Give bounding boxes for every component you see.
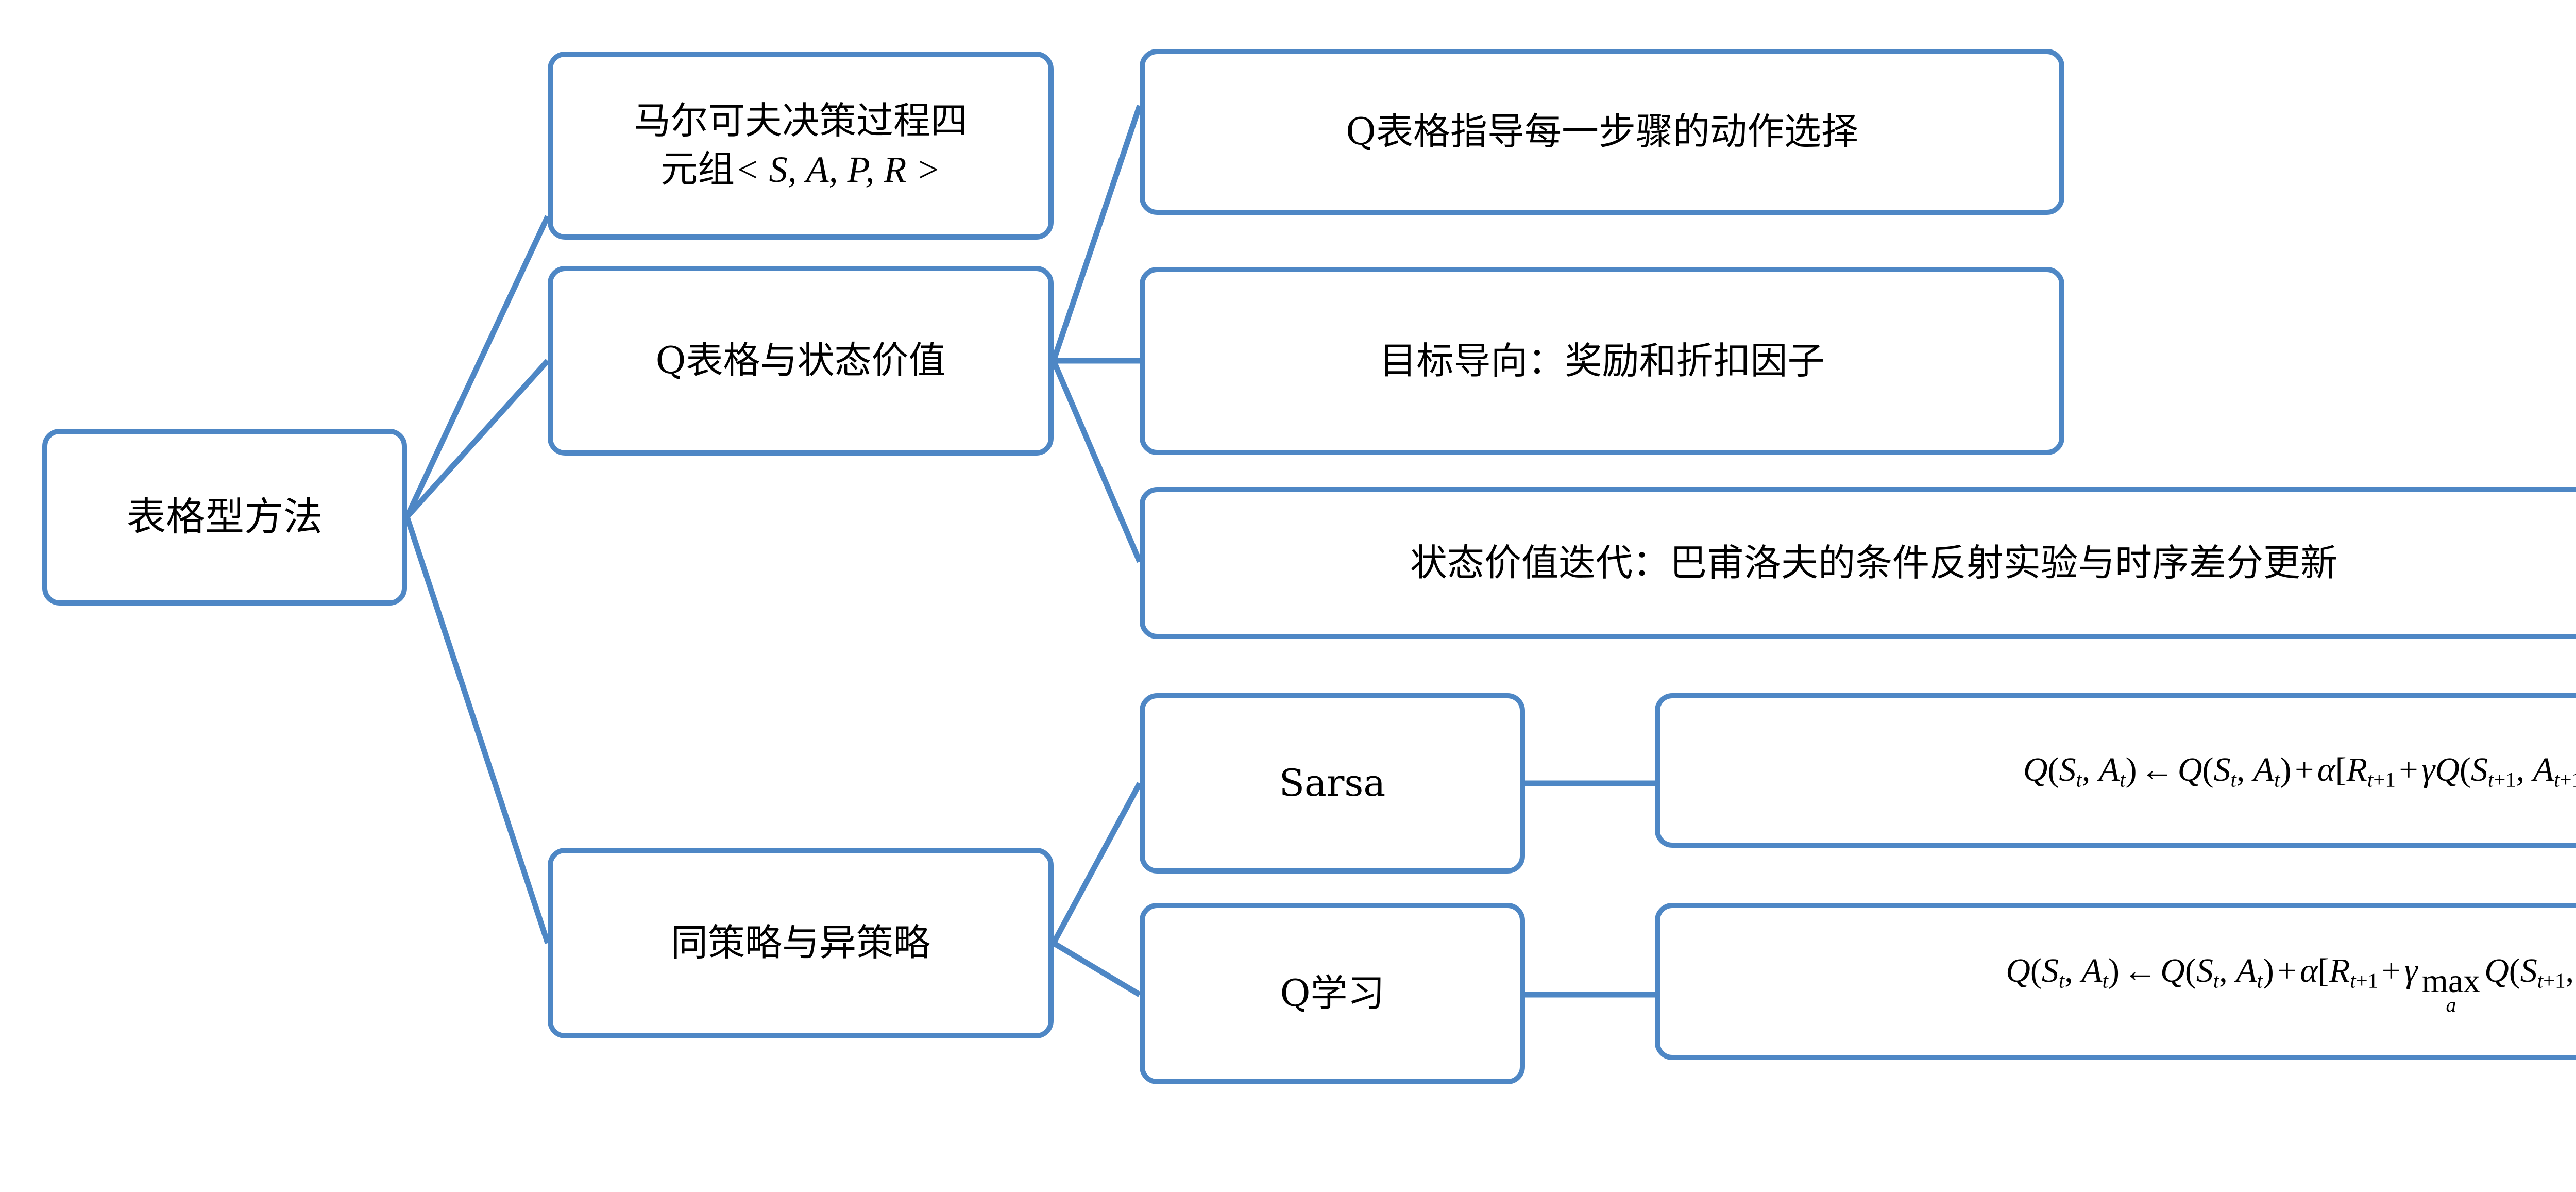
sarsa-formula-expression: Q(St, At)←Q(St, At)+α[Rt+1+γQ(St+1, At+1…	[2023, 750, 2576, 792]
connector-qtable-to-child3	[1050, 359, 1143, 563]
node-state-value-iteration-label: 状态价值迭代：巴甫洛夫的条件反射实验与时序差分更新	[1410, 541, 2337, 584]
node-state-value-iteration[interactable]: 状态价值迭代：巴甫洛夫的条件反射实验与时序差分更新	[1140, 487, 2576, 639]
node-q-table-state-value-label: Q表格与状态价值	[655, 339, 946, 382]
node-mdp-label-line2: 元组< S, A, P, R >	[660, 145, 941, 194]
node-sarsa-label: Sarsa	[1279, 761, 1386, 805]
connector-root-to-mdp	[404, 215, 550, 518]
node-on-off-policy[interactable]: 同策略与异策略	[548, 848, 1054, 1038]
connector-qtable-to-child1	[1050, 105, 1143, 362]
node-sarsa[interactable]: Sarsa	[1140, 693, 1525, 874]
node-q-table-state-value[interactable]: Q表格与状态价值	[548, 266, 1054, 456]
connector-policy-to-sarsa	[1051, 782, 1142, 945]
node-q-learning-label: Q学习	[1280, 971, 1385, 1015]
node-q-guides-action-label: Q表格指导每一步骤的动作选择	[1345, 110, 1859, 154]
connector-policy-to-qlearning	[1052, 941, 1141, 997]
node-goal-oriented[interactable]: 目标导向：奖励和折扣因子	[1140, 267, 2064, 455]
node-mdp[interactable]: 马尔可夫决策过程四 元组< S, A, P, R >	[548, 52, 1054, 240]
connector-root-to-qtable	[404, 359, 550, 519]
root-node-label: 表格型方法	[127, 494, 323, 540]
node-q-learning[interactable]: Q学习	[1140, 903, 1525, 1084]
node-q-guides-action[interactable]: Q表格指导每一步骤的动作选择	[1140, 49, 2064, 215]
root-node[interactable]: 表格型方法	[42, 429, 407, 606]
connector-root-to-policy	[404, 516, 551, 944]
node-mdp-math-tuple: < S, A, P, R >	[735, 149, 941, 190]
node-mdp-label-prefix: 元组	[660, 147, 735, 191]
node-goal-oriented-label: 目标导向：奖励和折扣因子	[1379, 339, 1825, 382]
node-mdp-label-line1: 马尔可夫决策过程四	[633, 99, 968, 143]
node-on-off-policy-label: 同策略与异策略	[670, 921, 930, 965]
node-sarsa-formula[interactable]: Q(St, At)←Q(St, At)+α[Rt+1+γQ(St+1, At+1…	[1655, 693, 2576, 848]
